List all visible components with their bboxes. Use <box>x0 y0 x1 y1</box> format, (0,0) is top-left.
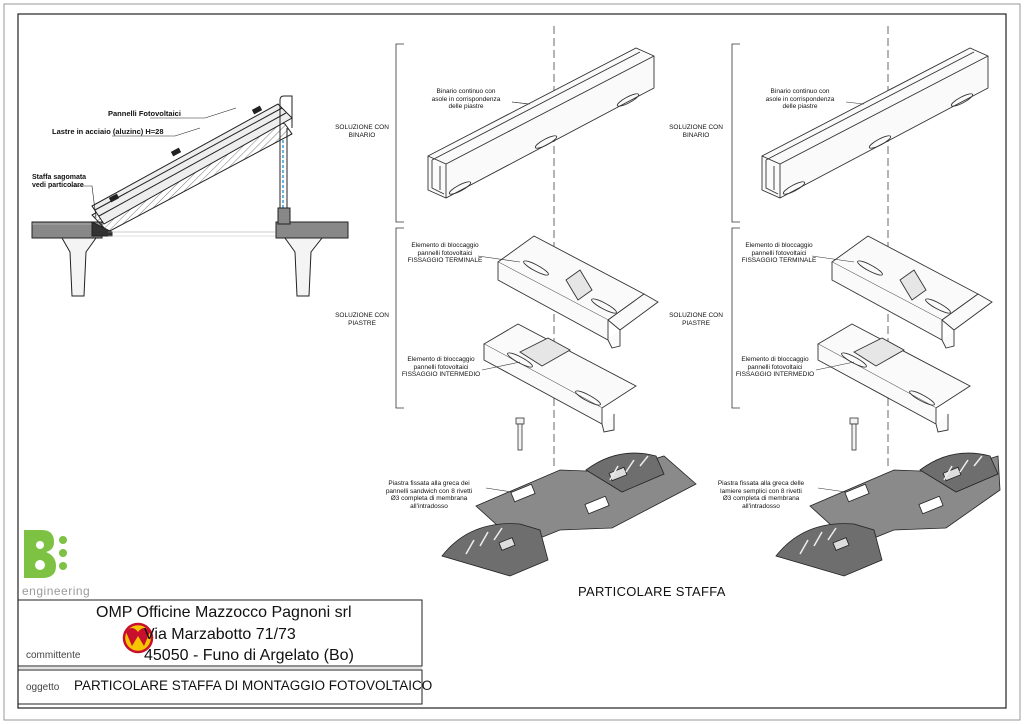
section-label-plates-1: SOLUZIONE CON PIASTRE <box>335 312 389 327</box>
note-base-1: Piastra fissata alla greca dei pannelli … <box>385 480 473 510</box>
terminal-clamp-2 <box>831 235 993 349</box>
company-name: OMP Officine Mazzocco Pagnoni srl <box>96 604 352 621</box>
note-rail-1: Binario continuo con asole in corrispond… <box>431 88 501 110</box>
note-terminal-1: Elemento di bloccaggio pannelli fotovolt… <box>407 242 483 264</box>
note-terminal-2: Elemento di bloccaggio pannelli fotovolt… <box>741 242 817 264</box>
label-steel-sheets: Lastre in acciaio (aluzinc) H=28 <box>52 127 164 136</box>
section-label-rail-1: SOLUZIONE CON BINARIO <box>335 124 389 139</box>
base-plate-2 <box>775 452 1001 577</box>
bolt-1 <box>515 417 525 451</box>
note-rail-2: Binario continuo con asole in corrispond… <box>765 88 835 110</box>
intermediate-clamp-2 <box>817 323 971 433</box>
omp-logo <box>122 622 154 654</box>
terminal-clamp-1 <box>497 235 659 349</box>
base-plate-1 <box>441 452 697 577</box>
outer-frame <box>3 3 1021 721</box>
roof-section-detail <box>31 95 349 297</box>
oggetto-label: oggetto <box>26 682 60 693</box>
note-intermediate-1: Elemento di bloccaggio pannelli fotovolt… <box>401 356 481 378</box>
drawing-title: PARTICOLARE STAFFA <box>578 584 726 599</box>
bolt-2 <box>849 417 859 451</box>
brand-logo <box>24 530 67 578</box>
leader-lines <box>477 101 865 493</box>
intermediate-clamp-1 <box>483 323 637 433</box>
note-intermediate-2: Elemento di bloccaggio pannelli fotovolt… <box>735 356 815 378</box>
section-label-plates-2: SOLUZIONE CON PIASTRE <box>669 312 723 327</box>
label-pv-panels: Pannelli Fotovoltaici <box>108 109 181 118</box>
label-bracket: Staffa sagomata vedi particolare <box>32 174 87 189</box>
rail-drawing-2 <box>761 47 989 199</box>
inner-frame <box>17 13 1007 709</box>
committente-label: committente <box>26 650 81 661</box>
address-line-1: Via Marzabotto 71/73 <box>144 626 296 643</box>
section-label-rail-2: SOLUZIONE CON BINARIO <box>669 124 723 139</box>
section-brackets <box>395 43 740 409</box>
brand-wordmark: engineering <box>22 584 91 598</box>
address-line-2: 45050 - Funo di Argelato (Bo) <box>144 647 354 664</box>
note-base-2: Piastra fissata alla greca delle lamiere… <box>717 480 805 510</box>
rail-drawing-1 <box>427 47 655 199</box>
subject-title: PARTICOLARE STAFFA DI MONTAGGIO FOTOVOLT… <box>74 678 433 693</box>
title-block <box>17 599 423 705</box>
